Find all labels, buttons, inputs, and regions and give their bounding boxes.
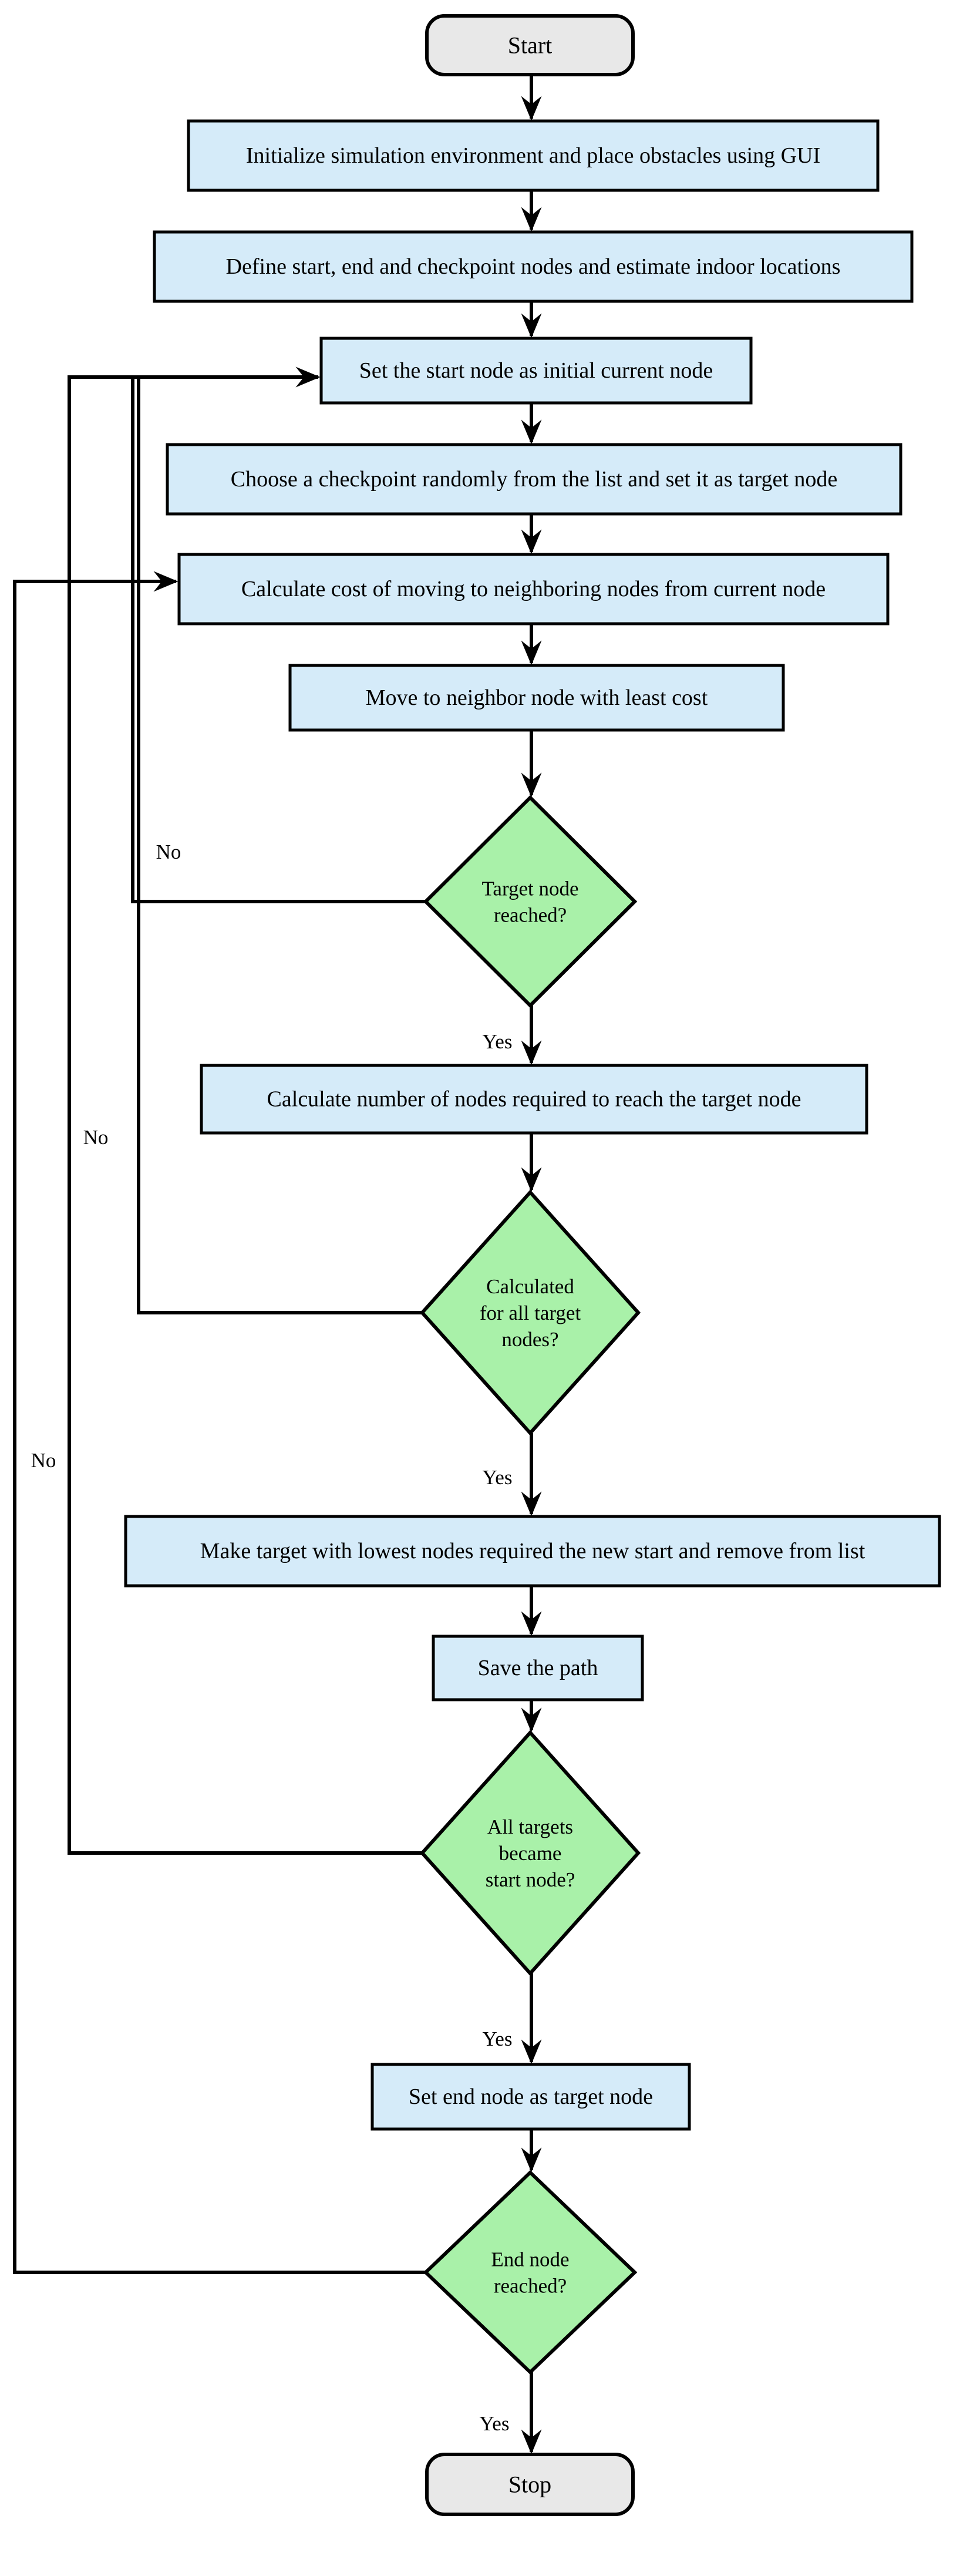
choose-checkpoint-label: Choose a checkpoint randomly from the li… (231, 467, 838, 492)
edge-label-yes-all-targets-became-start: Yes (483, 2027, 513, 2050)
process-define-nodes: Define start, end and checkpoint nodes a… (153, 230, 914, 303)
process-set-start-node: Set the start node as initial current no… (319, 337, 753, 405)
edge-label-no-all-targets-became-start: No (31, 1449, 56, 1472)
set-end-node-label: Set end node as target node (409, 2084, 653, 2109)
end-node-reached-shape (423, 2170, 638, 2375)
calculate-cost-label: Calculate cost of moving to neighboring … (241, 577, 826, 601)
process-save-path: Save the path (432, 1635, 644, 1701)
stop-label: Stop (508, 2471, 551, 2498)
set-start-node-shape (319, 337, 753, 405)
process-choose-checkpoint: Choose a checkpoint randomly from the li… (166, 443, 902, 516)
calculate-number-nodes-shape (200, 1064, 868, 1135)
choose-checkpoint-shape (166, 443, 902, 516)
define-nodes-shape (153, 230, 914, 303)
save-path-shape (432, 1635, 644, 1701)
process-make-target-new-start: Make target with lowest nodes required t… (124, 1515, 941, 1588)
process-init-environment: Initialize simulation environment and pl… (187, 119, 880, 192)
terminator-start: Start (425, 14, 635, 76)
init-environment-shape (187, 119, 880, 192)
start-label: Start (508, 32, 553, 59)
move-to-neighbor-label: Move to neighbor node with least cost (366, 685, 708, 710)
edge-alltargets-no-rail (68, 366, 422, 1855)
save-path-label: Save the path (478, 1656, 598, 1680)
process-set-end-node: Set end node as target node (371, 2063, 691, 2131)
edge-endreached-no-rail (13, 571, 426, 2274)
edge-calculatedall-no-rail (137, 379, 422, 1314)
edge-targetreached-no-rail (131, 379, 426, 903)
calculate-number-nodes-label: Calculate number of nodes required to re… (267, 1087, 801, 1112)
edge-label-yes-target-node-reached: Yes (483, 1030, 513, 1053)
stop-shape (425, 2453, 635, 2516)
edge-label-no-target-node-reached: No (156, 840, 181, 863)
terminator-stop: Stop (425, 2453, 635, 2516)
init-environment-label: Initialize simulation environment and pl… (246, 143, 820, 168)
make-target-new-start-label: Make target with lowest nodes required t… (200, 1539, 865, 1563)
edge-label-yes-calculated-all-targets: Yes (483, 1466, 513, 1489)
set-start-node-label: Set the start node as initial current no… (359, 358, 713, 383)
all-targets-became-start-shape (419, 1730, 641, 1976)
move-to-neighbor-shape (288, 664, 785, 732)
process-calculate-cost: Calculate cost of moving to neighboring … (177, 553, 890, 625)
calculate-cost-shape (177, 553, 890, 625)
target-node-reached-shape (423, 795, 638, 1008)
calculated-all-targets-shape (419, 1189, 641, 1436)
start-shape (425, 14, 635, 76)
edge-label-yes-end-node-reached: Yes (480, 2412, 510, 2435)
edge-label-no-calculated-all-targets: No (83, 1126, 109, 1149)
process-calculate-number-nodes: Calculate number of nodes required to re… (200, 1064, 868, 1135)
set-end-node-shape (371, 2063, 691, 2131)
make-target-new-start-shape (124, 1515, 941, 1588)
define-nodes-label: Define start, end and checkpoint nodes a… (226, 254, 841, 279)
process-move-to-neighbor: Move to neighbor node with least cost (288, 664, 785, 732)
